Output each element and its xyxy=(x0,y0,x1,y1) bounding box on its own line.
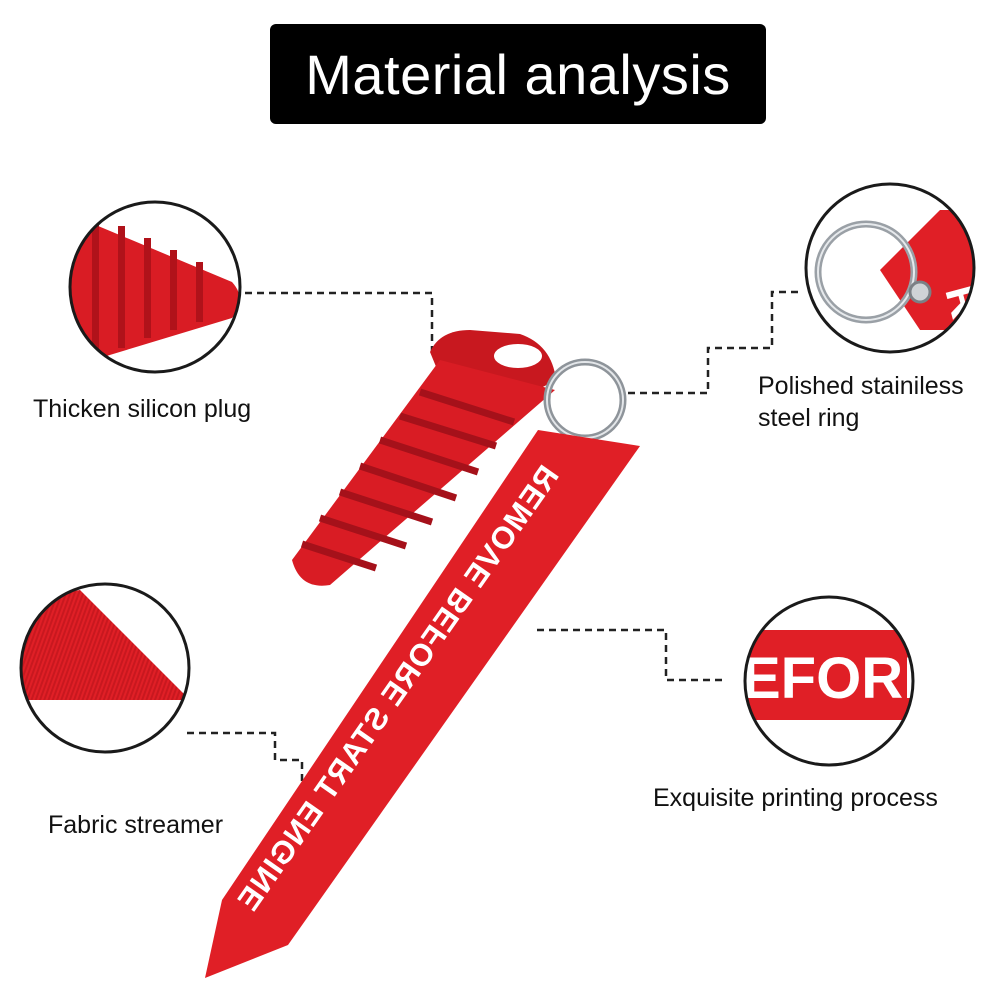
zoom-ring-circle: RI xyxy=(804,182,976,354)
zoom-print-circle: EFORE xyxy=(742,595,942,767)
page-title: Material analysis xyxy=(305,42,731,106)
label-plug: Thicken silicon plug xyxy=(33,395,252,423)
connector-streamer xyxy=(187,731,304,803)
title-banner: Material analysis xyxy=(270,24,766,124)
label-ring-line2: steel ring xyxy=(758,404,860,432)
connector-plug xyxy=(245,291,434,352)
silicon-plug xyxy=(292,330,556,586)
label-printing: Exquisite printing process xyxy=(653,784,938,812)
zoom-print-text: EFORE xyxy=(742,646,942,711)
label-ring-line1: Polished stainiless xyxy=(758,372,964,400)
label-streamer: Fabric streamer xyxy=(48,811,224,839)
fabric-streamer: REMOVE BEFORE START ENGINE xyxy=(205,430,640,978)
connector-lines xyxy=(187,290,800,803)
connector-printing xyxy=(537,628,722,682)
connector-ring xyxy=(628,290,800,395)
streamer-text: REMOVE BEFORE START ENGINE xyxy=(230,459,566,918)
zoom-plug-circle xyxy=(68,200,242,374)
zoom-fabric-circle xyxy=(19,582,191,754)
